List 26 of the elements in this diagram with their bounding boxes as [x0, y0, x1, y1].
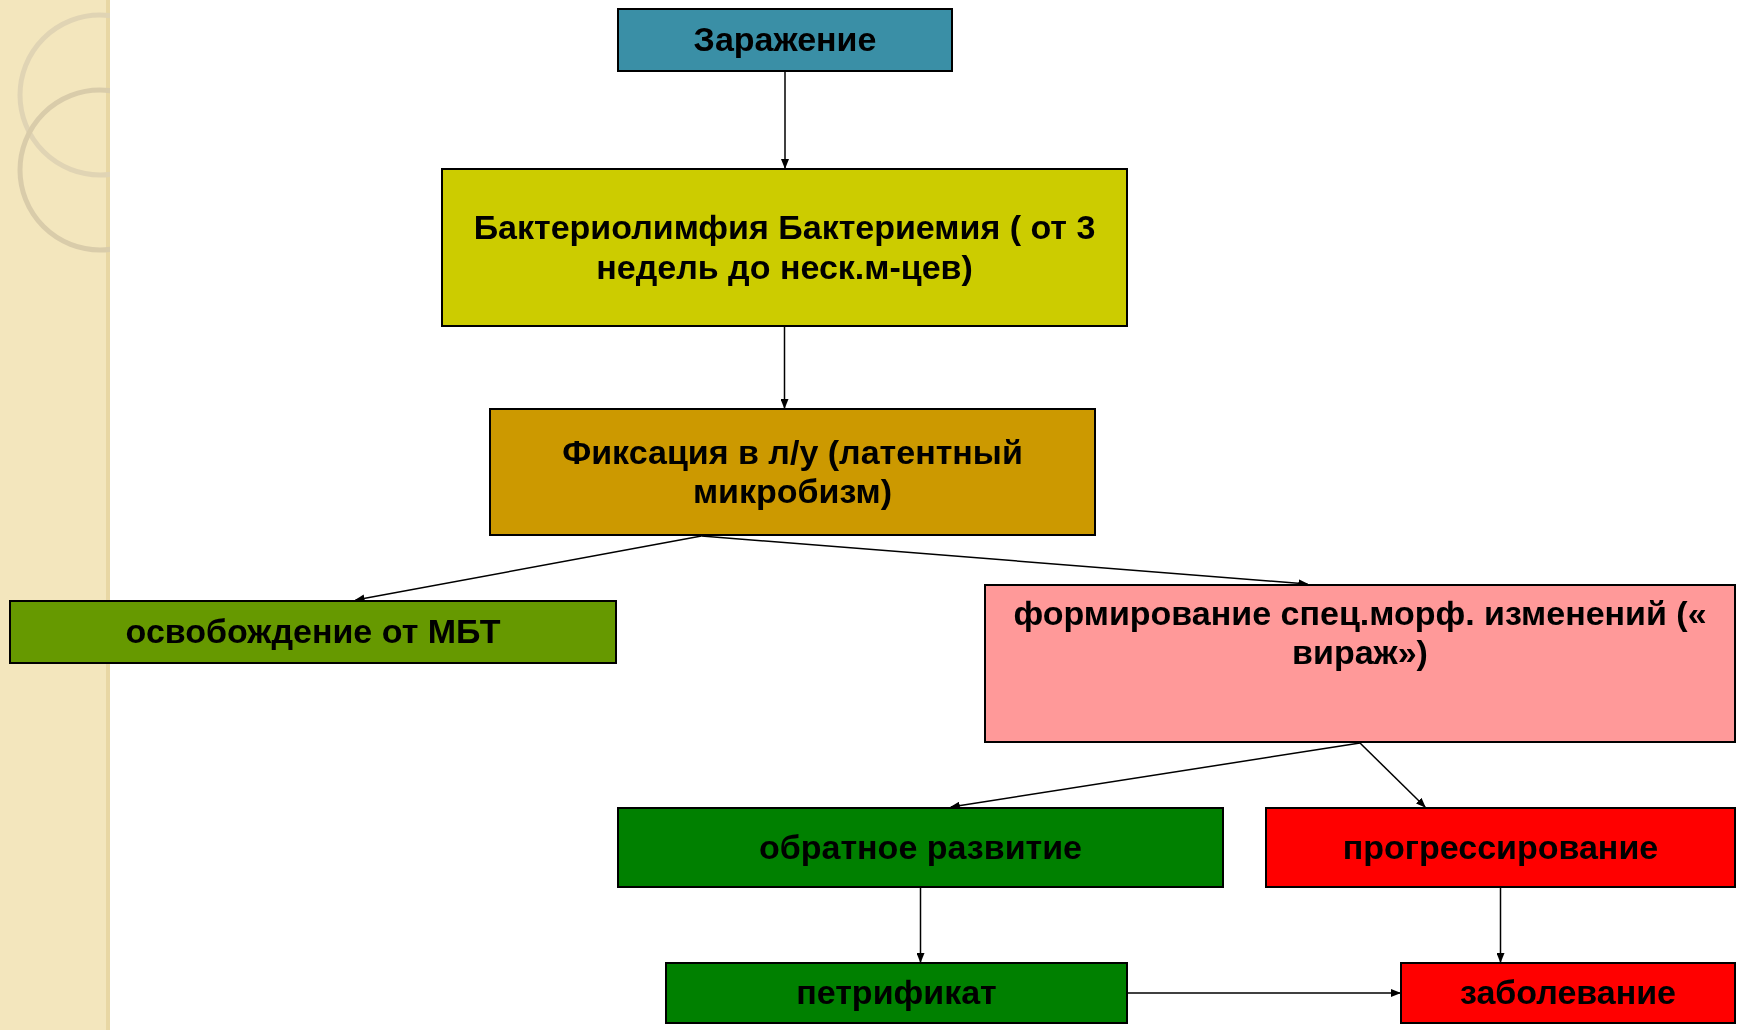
box-label: обратное развитие — [759, 827, 1082, 868]
arrow — [354, 535, 703, 603]
process-box — [441, 168, 1128, 327]
arrow — [1359, 742, 1426, 808]
box-label: формирование спец.морф. изменений (« вираж») — [1012, 594, 1708, 673]
box-label: освобождение от МБТ — [125, 612, 501, 652]
arrow — [949, 742, 1361, 810]
box-label: заболевание — [1459, 973, 1677, 1013]
process-box — [1400, 962, 1736, 1024]
box-label: прогрессирование — [1342, 827, 1659, 868]
process-box — [617, 8, 953, 72]
process-box — [665, 962, 1128, 1024]
box-label: Заражение — [693, 20, 877, 60]
process-box — [1265, 807, 1736, 888]
arrow — [780, 326, 789, 409]
arrow — [916, 887, 925, 963]
box-label: Фиксация в л/у (латентный микробизм) — [561, 432, 1024, 512]
process-box — [617, 807, 1224, 888]
process-box — [489, 408, 1096, 536]
process-box — [984, 584, 1736, 743]
process-box — [9, 600, 617, 664]
arrow — [1127, 989, 1401, 997]
box-label: Бактериолимфия Бактериемия ( от 3 недель до неск.м-цев) — [472, 208, 1097, 287]
box-label: петрификат — [796, 973, 997, 1013]
arrow — [1496, 887, 1505, 963]
arrow — [781, 71, 789, 169]
